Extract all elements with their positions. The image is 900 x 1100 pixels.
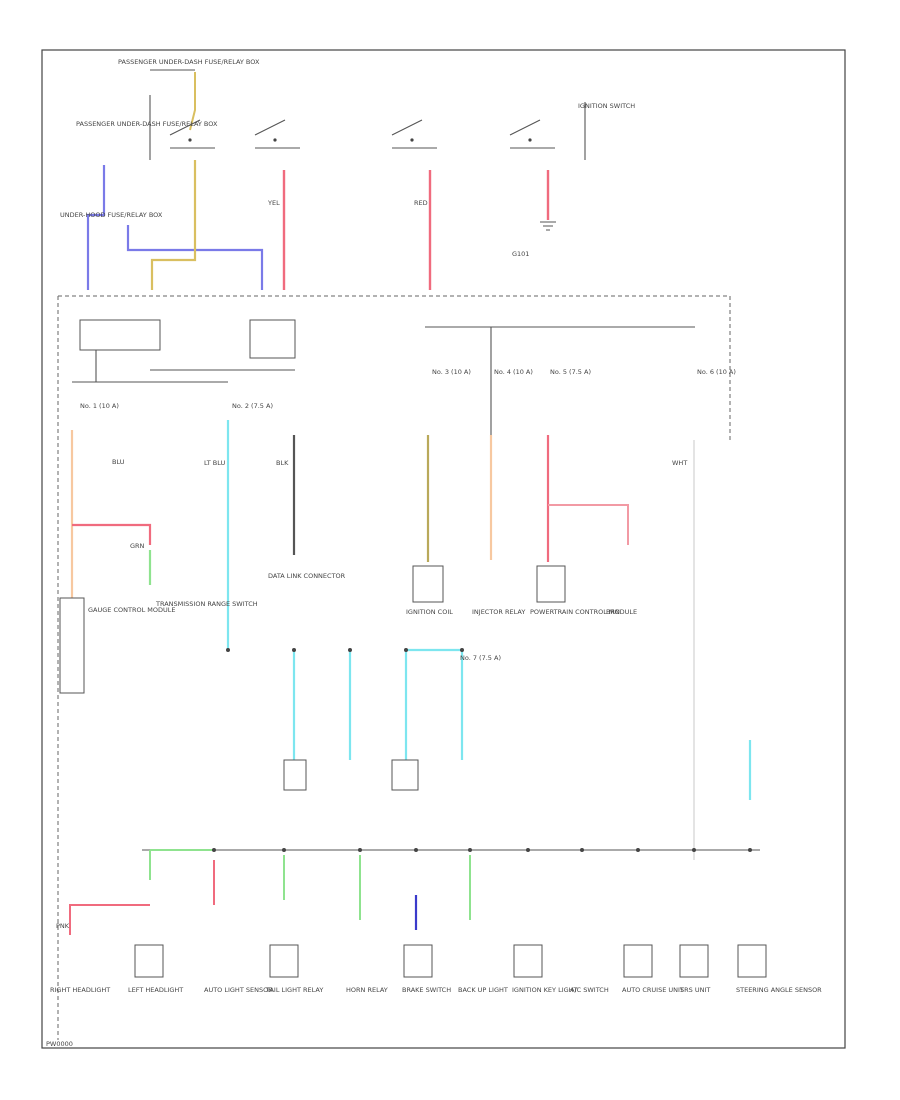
label-pcm: POWERTRAIN CONTROL MODULE [530,608,637,616]
wire-red-left [72,523,152,545]
bottom-components [134,944,767,978]
relay-d [391,759,419,791]
label-right-headlight: RIGHT HEADLIGHT [50,986,110,994]
label-srs-unit: SRS UNIT [680,986,710,994]
wire-code-1: YEL [267,199,280,207]
label-steering-sensor: STEERING ANGLE SENSOR [736,986,822,994]
fuse-label-6: No. 6 (10 A) [697,368,736,376]
wire-red-bottom-left [69,904,150,935]
wire-code-3: LT BLU [204,459,226,467]
diagram-frame [41,49,846,1049]
fuse-label-7: No. 7 (7.5 A) [460,654,501,662]
label-injector-relay: INJECTOR RELAY [472,608,525,616]
label-ground: G101 [512,250,529,258]
label-auto-light: AUTO LIGHT SENSOR [204,986,273,994]
fuse-label-1: No. 1 (10 A) [80,402,119,410]
ignition-coil-box [412,565,444,603]
wire-code-5: WHT [672,459,687,467]
wire-code-8: BLU [112,458,125,466]
pcm-box [536,565,566,603]
wire-code-7: PNK [56,922,70,930]
label-tail-relay: TAIL LIGHT RELAY [265,986,323,994]
ignition-switch-group [169,119,555,149]
label-underhood: UNDER-HOOD FUSE/RELAY BOX [60,211,163,219]
relay-a [79,319,161,351]
fuse-label-2: No. 2 (7.5 A) [232,402,273,410]
relay-b [249,319,296,359]
label-gauge-module: GAUGE CONTROL MODULE [88,606,175,614]
wire-pink-branch [548,504,629,545]
ground-symbol [540,221,556,231]
connector-dots [212,648,752,852]
label-left-headlight: LEFT HEADLIGHT [128,986,183,994]
label-ac-switch: A/C SWITCH [570,986,609,994]
label-dlc: DATA LINK CONNECTOR [268,572,346,580]
label-cruise-unit: AUTO CRUISE UNIT [622,986,684,994]
label-ignition-coil: IGNITION COIL [406,608,453,616]
gauge-module-box [59,597,85,694]
label-horn-relay: HORN RELAY [346,986,388,994]
wire-cyan-4 [404,648,464,760]
fuse-label-3: No. 3 (10 A) [432,368,471,376]
wire-code-2: RED [414,199,428,207]
wire-green-bottom-1 [149,849,214,880]
label-ignition-switch: IGNITION SWITCH [578,102,635,110]
label-immobilizer: BRN [606,608,620,616]
wire-yellow-top [189,72,196,131]
fuse-label-5: No. 5 (7.5 A) [550,368,591,376]
fuse-label-4: No. 4 (10 A) [494,368,533,376]
label-trans-range: TRANSMISSION RANGE SWITCH [155,600,258,608]
wire-code-4: BLK [276,459,289,467]
label-key-light: IGNITION KEY LIGHT [512,986,578,994]
relay-c [283,759,307,791]
wire-yellow-drop [150,160,197,290]
corner-code: PW0000 [46,1040,73,1048]
label-top-fusebox: PASSENGER UNDER-DASH FUSE/RELAY BOX [118,58,260,66]
wire-code-6: GRN [130,542,145,550]
label-brake-switch: BRAKE SWITCH [402,986,451,994]
label-left-fusebox: PASSENGER UNDER-DASH FUSE/RELAY BOX [76,120,218,128]
label-backup-light: BACK UP LIGHT [458,986,508,994]
wire-blue-1 [86,165,106,290]
fuse-box-boundary [57,295,731,1040]
